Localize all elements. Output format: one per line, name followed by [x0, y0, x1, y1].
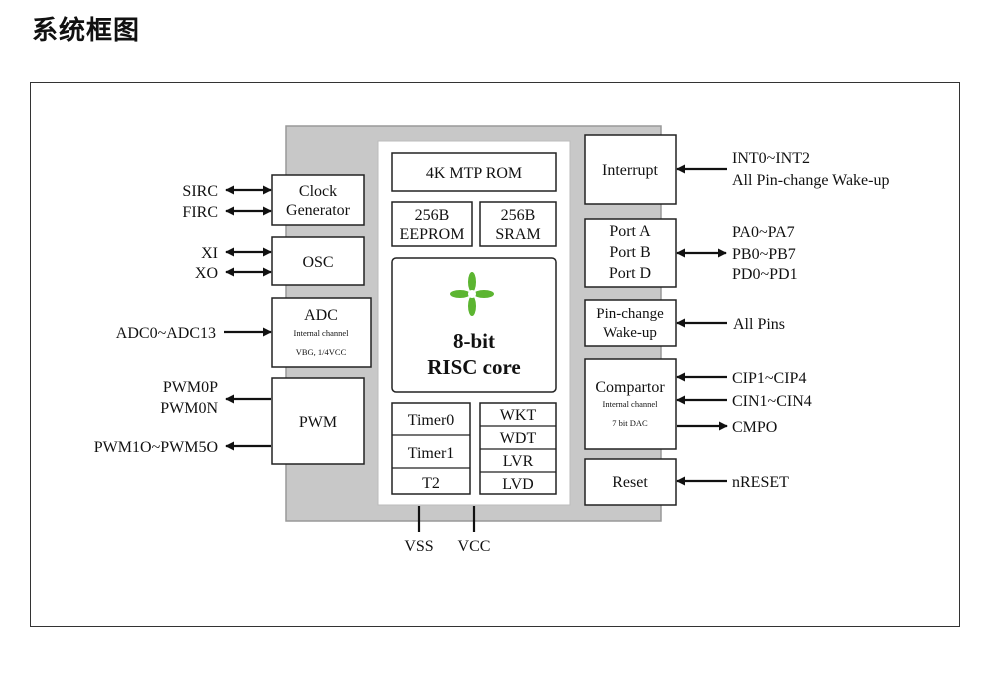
adc-signal-label: ADC0~ADC13	[116, 325, 216, 342]
eeprom-size: 256B	[415, 207, 450, 224]
core-label: RISC core	[427, 355, 521, 379]
lvr-label: LVR	[503, 453, 534, 470]
pwm1-label: PWM1O~PWM5O	[94, 439, 218, 456]
sram-size: 256B	[501, 207, 536, 224]
osc-label: OSC	[302, 254, 333, 271]
core-bits: 8-bit	[453, 329, 495, 353]
lvd-label: LVD	[502, 476, 533, 493]
adc-label: ADC	[304, 307, 338, 324]
rom-label: 4K MTP ROM	[426, 165, 522, 182]
reset-box	[584, 458, 677, 506]
pinchange-label-1: Pin-change	[596, 306, 664, 322]
vss-label: VSS	[404, 538, 433, 555]
timer0-label: Timer0	[408, 412, 455, 429]
sram-box	[479, 201, 557, 247]
eeprom-label: EEPROM	[400, 226, 465, 243]
timer-box	[391, 402, 471, 495]
comparator-label: Compartor	[595, 379, 665, 396]
cip-label: CIP1~CIP4	[732, 370, 806, 387]
int-signal-label-2: All Pin-change Wake-up	[732, 172, 889, 189]
xi-label: XI	[201, 245, 218, 262]
xo-label: XO	[195, 265, 218, 282]
pd-label: PD0~PD1	[732, 266, 798, 283]
pinchange-box	[584, 299, 677, 347]
osc-box	[271, 236, 365, 286]
cmpo-label: CMPO	[732, 419, 777, 436]
interrupt-box	[584, 134, 677, 205]
comparator-box	[584, 358, 677, 450]
core-box	[391, 257, 557, 393]
nreset-label: nRESET	[732, 474, 789, 491]
port-a-label: Port A	[609, 223, 651, 240]
pb-label: PB0~PB7	[732, 246, 796, 263]
pwm0n-label: PWM0N	[160, 400, 218, 417]
port-d-label: Port D	[609, 265, 651, 282]
pwm-box	[271, 377, 365, 465]
adc-sub2: VBG, 1/4VCC	[296, 347, 347, 357]
pinchange-label-2: Wake-up	[603, 325, 657, 341]
sirc-label: SIRC	[182, 183, 218, 200]
port-box	[584, 218, 677, 288]
pwm-label: PWM	[299, 414, 337, 431]
adc-box	[271, 297, 372, 368]
t2-label: T2	[422, 475, 440, 492]
int-signal-label-1: INT0~INT2	[732, 150, 810, 167]
allpins-label: All Pins	[733, 316, 785, 333]
core-logo-icon	[450, 272, 494, 316]
port-b-label: Port B	[609, 244, 650, 261]
rom-box	[391, 152, 557, 192]
sram-label: SRAM	[495, 226, 540, 243]
comparator-sub1: Internal channel	[603, 399, 659, 409]
vcc-label: VCC	[458, 538, 491, 555]
adc-sub1: Internal channel	[294, 328, 350, 338]
timer1-label: Timer1	[408, 445, 455, 462]
interrupt-label: Interrupt	[602, 162, 659, 179]
cin-label: CIN1~CIN4	[732, 393, 812, 410]
pwm0p-label: PWM0P	[163, 379, 218, 396]
pa-label: PA0~PA7	[732, 224, 795, 241]
eeprom-box	[391, 201, 473, 247]
wkt-label: WKT	[500, 407, 537, 424]
diagram-frame	[30, 82, 960, 627]
comparator-sub2: 7 bit DAC	[612, 418, 648, 428]
firc-label: FIRC	[182, 204, 218, 221]
page-title: 系统框图	[32, 16, 141, 46]
clock-label-2: Generator	[286, 202, 351, 219]
clock-label-1: Clock	[299, 183, 337, 200]
clock-generator-box	[271, 174, 365, 226]
reset-label: Reset	[612, 474, 648, 491]
wdt-label: WDT	[500, 430, 537, 447]
